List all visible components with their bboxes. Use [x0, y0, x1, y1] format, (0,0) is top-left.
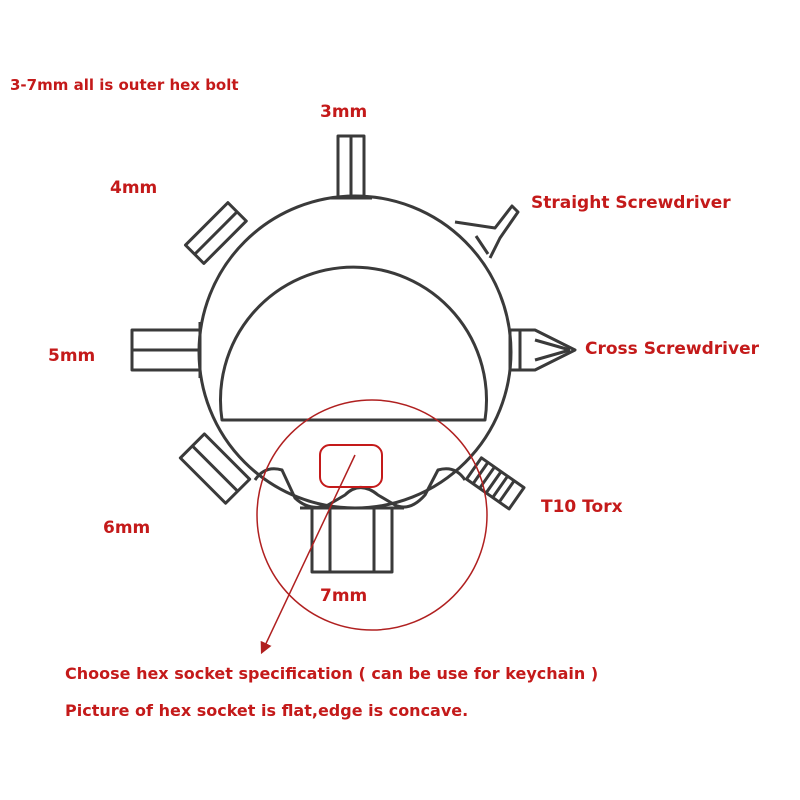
- footer-note-line2: Picture of hex socket is flat,edge is co…: [65, 701, 469, 720]
- footer-note-line1: Choose hex socket specification ( can be…: [65, 664, 599, 683]
- socket-highlight-circle: [256, 399, 488, 631]
- header-note: 3-7mm all is outer hex bolt: [10, 76, 239, 94]
- tool-ring-body: [197, 194, 513, 510]
- label-straight-screwdriver: Straight Screwdriver: [531, 193, 731, 213]
- cross-screwdriver-tip: [508, 328, 577, 372]
- hex-4mm-bit: [183, 201, 248, 265]
- straight-screwdriver-blade: [454, 204, 520, 259]
- label-7mm: 7mm: [320, 586, 368, 606]
- label-3mm: 3mm: [320, 102, 368, 122]
- hex-7mm-socket: [300, 506, 404, 574]
- socket-recess: [319, 444, 383, 488]
- hex-3mm-bit: [330, 134, 372, 200]
- label-6mm: 6mm: [103, 518, 151, 538]
- tool-inner-opening: [219, 265, 488, 422]
- hex-6mm-bit: [178, 432, 252, 505]
- label-5mm: 5mm: [48, 346, 96, 366]
- label-t10-torx: T10 Torx: [541, 497, 623, 517]
- label-4mm: 4mm: [110, 178, 158, 198]
- label-cross-screwdriver: Cross Screwdriver: [585, 339, 760, 359]
- t10-torx-bit: [464, 456, 526, 511]
- socket-pointer-arrow: [260, 454, 356, 655]
- hex-5mm-bit: [130, 322, 202, 378]
